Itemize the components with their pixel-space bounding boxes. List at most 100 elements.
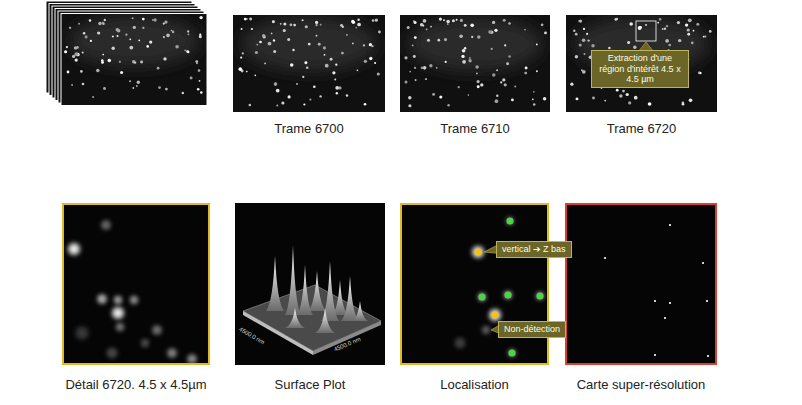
fluorophore-spot (200, 91, 203, 94)
localized-point (654, 300, 656, 302)
fluorophore-spot (468, 59, 471, 62)
fluorophore-spot (241, 28, 243, 30)
panel-caption: Surface Plot (215, 377, 405, 392)
fluorophore-spot (436, 67, 438, 69)
localized-point (706, 300, 708, 302)
blur-halo (97, 294, 108, 305)
fluorophore-spot (75, 58, 78, 61)
fluorophore-spot (638, 26, 642, 30)
fluorophore-spot (182, 92, 184, 94)
fluorophore-spot (475, 65, 479, 69)
fluorophore-spot (276, 104, 278, 106)
fluorophore-spot (242, 52, 244, 54)
fluorophore-spot (665, 39, 669, 43)
fluorophore-spot (142, 27, 144, 29)
fluorophore-spot (334, 79, 336, 81)
fluorophore-spot (137, 81, 140, 84)
fluorophore-spot (409, 71, 411, 73)
blur-halo (101, 220, 112, 231)
frame-image (61, 14, 207, 106)
fluorophore-spot (292, 49, 294, 51)
fluorophore-spot (582, 39, 586, 43)
fluorophore-spot (330, 58, 333, 61)
fluorophore-spot (500, 81, 502, 83)
blur-halo (454, 337, 466, 349)
fluorophore-spot (404, 56, 407, 59)
fluorophore-spot (664, 28, 666, 30)
fluorophore-spot (302, 19, 304, 21)
blur-halo (504, 291, 513, 300)
fluorophore-spot (480, 83, 483, 86)
intensity-peak (321, 261, 339, 321)
fluorophore-spot (273, 50, 276, 53)
fluorophore-spot (491, 48, 493, 50)
fluorophore-spot (407, 26, 410, 29)
fluorophore-spot (288, 95, 291, 98)
fluorophore-spot (83, 32, 86, 35)
fluorophore-spot (274, 82, 278, 86)
fluorophore-spot (430, 26, 432, 28)
fluorophore-spot (425, 78, 427, 80)
fluorophore-spot (633, 45, 636, 48)
image-panel: Carte super-résolution (565, 203, 717, 365)
fluorophore-spot (342, 26, 344, 28)
image-panel: Détail 6720. 4.5 x 4.5µm (62, 203, 210, 365)
fluorophore-spot (634, 96, 638, 100)
fluorophore-spot (363, 44, 365, 46)
fluorophore-spot (332, 71, 335, 74)
fluorophore-spot (378, 31, 381, 34)
fluorophore-spot (276, 89, 280, 93)
blur-halo (67, 242, 81, 256)
fluorophore-spot (460, 19, 463, 22)
fluorophore-spot (75, 52, 79, 56)
fluorophore-spot (102, 23, 104, 25)
front-frame (61, 14, 207, 106)
fluorophore-spot (262, 34, 265, 37)
fluorophore-spot (619, 94, 623, 98)
fluorophore-spot (464, 47, 467, 50)
fluorophore-spot (582, 70, 586, 74)
fluorophore-spot (408, 104, 411, 107)
fluorophore-spot (426, 28, 428, 30)
fluorophore-spot (246, 71, 248, 73)
intensity-peak (285, 245, 301, 315)
fluorophore-spot (570, 83, 573, 86)
detection-dot (506, 217, 513, 224)
fluorophore-spot (544, 32, 547, 35)
fluorophore-spot (469, 57, 471, 59)
fluorophore-spot (199, 80, 201, 82)
fluorophore-spot (693, 30, 695, 32)
panel-caption: Localisation (380, 377, 569, 392)
blur-halo (508, 349, 517, 358)
fluorophore-spot (316, 35, 318, 37)
panel-image (565, 203, 717, 365)
fluorophore-spot (199, 34, 201, 36)
fluorophore-spot (97, 31, 100, 34)
fluorophore-spot (101, 61, 104, 64)
fluorophore-spot (364, 60, 367, 63)
fluorophore-spot (82, 83, 85, 86)
fluorophore-spot (120, 71, 123, 74)
blur-spot (491, 311, 498, 318)
callout-text: Extraction d'une région d'intérêt 4.5 x … (597, 53, 683, 85)
fluorophore-spot (351, 20, 354, 23)
blur-halo (478, 293, 487, 302)
panel-caption: Carte super-résolution (545, 377, 737, 392)
fluorophore-spot (119, 61, 121, 63)
fluorophore-spot (536, 44, 538, 46)
fluorophore-spot (420, 23, 424, 27)
fluorophore-spot (369, 57, 372, 60)
fluorophore-spot (427, 39, 430, 42)
panel-caption: Trame 6700 (213, 121, 405, 136)
fluorophore-spot (476, 72, 478, 74)
blur-halo (116, 323, 125, 332)
fluorophore-spot (492, 73, 495, 76)
image-ground (565, 203, 717, 365)
fluorophore-spot (536, 70, 538, 72)
blur-spot (109, 350, 115, 356)
fluorophore-spot (157, 67, 160, 70)
fluorophore-spot (573, 30, 575, 32)
fluorophore-spot (85, 35, 88, 38)
blur-spot (143, 341, 148, 346)
localized-point (664, 317, 666, 319)
